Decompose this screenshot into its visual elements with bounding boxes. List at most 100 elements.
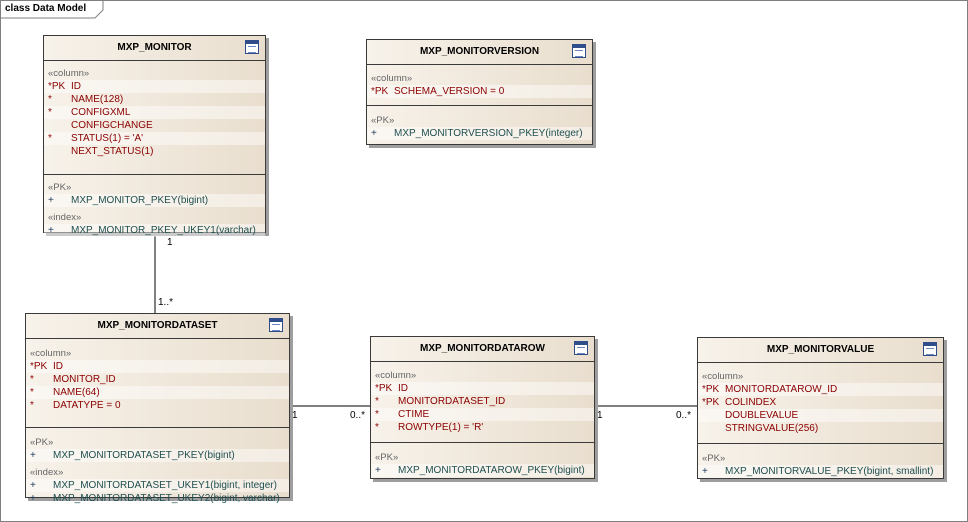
visibility-marker: + (375, 465, 381, 476)
table-icon (923, 342, 937, 356)
class-header: MXP_MONITORDATASET (26, 314, 289, 339)
column-row[interactable]: STRINGVALUE(256) (698, 422, 943, 435)
table-icon (269, 318, 283, 332)
diagram-tab-outline (0, 0, 104, 19)
index-stereotype: «index» (48, 212, 82, 223)
visibility-marker: + (371, 128, 377, 139)
operation-row[interactable]: + MXP_MONITORDATAROW_PKEY(bigint) (371, 464, 594, 477)
column-text: NEXT_STATUS(1) (71, 146, 154, 157)
column-text: SCHEMA_VERSION = 0 (394, 86, 505, 97)
column-text: CONFIGXML (71, 107, 131, 118)
column-text: ID (398, 383, 408, 394)
column-marker: *PK (702, 384, 720, 395)
operations-section: «PK» + MXP_MONITORDATAROW_PKEY(bigint) (371, 442, 594, 477)
column-row[interactable]: *ROWTYPE(1) = 'R' (371, 421, 594, 434)
column-row[interactable]: *CONFIGXML (44, 106, 265, 119)
column-marker: * (30, 387, 34, 398)
column-row[interactable]: *PK ID (26, 360, 289, 373)
column-text: ID (53, 361, 63, 372)
column-text: STRINGVALUE(256) (725, 423, 819, 434)
column-row[interactable]: *DATATYPE = 0 (26, 399, 289, 412)
column-text: ROWTYPE(1) = 'R' (398, 422, 484, 433)
visibility-marker: + (702, 466, 708, 477)
operation-row[interactable]: + MXP_MONITOR_PKEY(bigint) (44, 194, 265, 207)
visibility-marker: + (30, 493, 36, 504)
operation-row[interactable]: +MXP_MONITORVERSION_PKEY(integer) (367, 127, 592, 140)
column-row[interactable]: NEXT_STATUS(1) (44, 145, 265, 158)
class-header: MXP_MONITORVALUE (698, 338, 943, 363)
pk-stereotype: «PK» (371, 115, 395, 126)
operations-section: «PK» +MXP_MONITORVALUE_PKEY(bigint, smal… (698, 443, 943, 478)
column-marker: *PK (702, 397, 720, 408)
index-stereotype: «index» (30, 467, 64, 478)
operation-text: MXP_MONITOR_PKEY(bigint) (71, 195, 209, 206)
column-marker: * (48, 133, 52, 144)
operation-row[interactable]: + MXP_MONITORDATASET_UKEY2(bigint, varcha… (26, 492, 289, 505)
multiplicity-label: 0..* (676, 410, 692, 421)
class-name: MXP_MONITORVERSION (419, 46, 540, 57)
column-marker: * (48, 94, 52, 105)
column-row[interactable]: * NAME(64) (26, 386, 289, 399)
column-row[interactable]: CONFIGCHANGE (44, 119, 265, 132)
table-icon (245, 40, 259, 54)
pk-stereotype: «PK» (375, 452, 399, 463)
column-marker: * (30, 400, 34, 411)
multiplicity-label: 0..* (350, 410, 366, 421)
column-text: NAME(64) (53, 387, 100, 398)
class-name: MXP_MONITORVALUE (766, 344, 875, 355)
column-stereotype: «column» (702, 371, 744, 382)
pk-stereotype: «PK» (48, 182, 72, 193)
table-icon (574, 341, 588, 355)
multiplicity-label: 1 (597, 410, 603, 421)
visibility-marker: + (30, 450, 36, 461)
column-stereotype: «column» (30, 348, 72, 359)
column-text: CONFIGCHANGE (71, 120, 153, 131)
operation-text: MXP_MONITORDATASET_PKEY(bigint) (53, 450, 235, 461)
column-marker: * (30, 374, 34, 385)
class-header: MXP_MONITOR (44, 36, 265, 61)
column-row[interactable]: *PK ID (44, 80, 265, 93)
column-row[interactable]: *PK SCHEMA_VERSION = 0 (367, 85, 592, 98)
class-name: MXP_MONITOR (117, 42, 192, 53)
column-row[interactable]: *MONITORDATASET_ID (371, 395, 594, 408)
column-text: MONITORDATASET_ID (398, 396, 506, 407)
operations-section: «PK» + MXP_MONITORDATASET_PKEY(bigint) «i… (26, 427, 289, 505)
column-row[interactable]: * STATUS(1) = 'A' (44, 132, 265, 145)
operation-row[interactable]: + MXP_MONITORDATASET_PKEY(bigint) (26, 449, 289, 462)
columns-section: «column» *PK ID *MONITOR_ID * NAME(64) *DA… (26, 339, 289, 427)
class-mxp-monitordataset[interactable]: MXP_MONITORDATASET «column» *PK ID *MONIT… (25, 313, 290, 504)
operation-row[interactable]: +MXP_MONITORDATASET_UKEY1(bigint, intege… (26, 479, 289, 492)
column-row[interactable]: *NAME(128) (44, 93, 265, 106)
column-text: STATUS(1) = 'A' (71, 133, 144, 144)
class-name: MXP_MONITORDATASET (97, 320, 218, 331)
column-row[interactable]: DOUBLEVALUE (698, 409, 943, 422)
operation-text: MXP_MONITORDATASET_UKEY1(bigint, integer… (53, 480, 277, 491)
operation-row[interactable]: +MXP_MONITOR_PKEY_UKEY1(varchar) (44, 224, 265, 237)
column-marker: *PK (48, 81, 66, 92)
column-row[interactable]: *CTIME (371, 408, 594, 421)
visibility-marker: + (48, 195, 54, 206)
pk-stereotype: «PK» (30, 437, 54, 448)
operation-text: MXP_MONITORDATASET_UKEY2(bigint, varchar… (53, 493, 280, 504)
multiplicity-label: 1..* (158, 297, 174, 308)
column-marker: *PK (371, 86, 389, 97)
operation-row[interactable]: +MXP_MONITORVALUE_PKEY(bigint, smallint) (698, 465, 943, 478)
column-row[interactable]: *MONITOR_ID (26, 373, 289, 386)
column-text: ID (71, 81, 81, 92)
operation-text: MXP_MONITOR_PKEY_UKEY1(varchar) (71, 225, 256, 236)
column-marker: *PK (30, 361, 48, 372)
operations-section: «PK» + MXP_MONITOR_PKEY(bigint) «index» +… (44, 174, 265, 237)
diagram-title: class Data Model (5, 3, 87, 14)
operation-text: MXP_MONITORDATAROW_PKEY(bigint) (398, 465, 585, 476)
multiplicity-label: 1 (167, 237, 173, 248)
